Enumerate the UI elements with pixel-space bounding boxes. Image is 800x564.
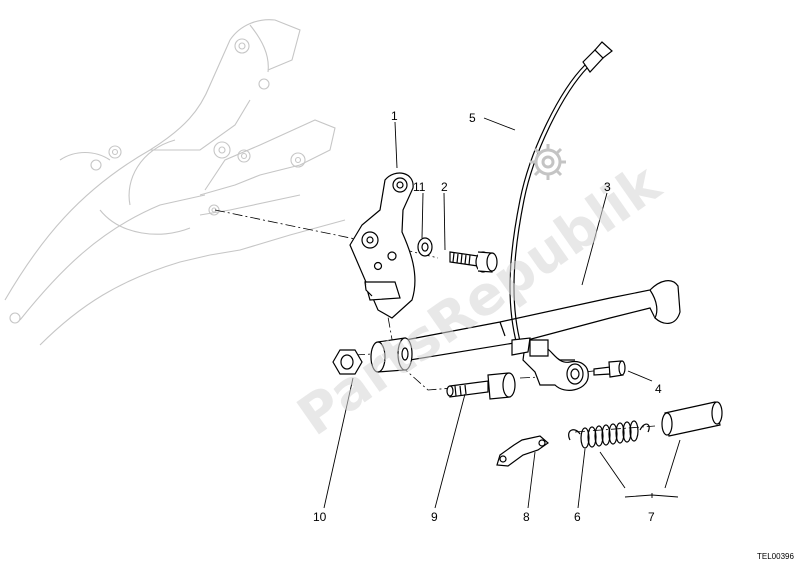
washer-part [417,237,433,257]
leader-lines [323,117,681,509]
sleeve-part [661,401,723,437]
callout-2: 2 [441,180,448,194]
callout-10: 10 [313,510,327,524]
callout-4: 4 [655,382,662,396]
callout-9: 9 [431,510,438,524]
callout-8: 8 [523,510,530,524]
bushing-part [370,337,413,373]
engine-outline [4,19,346,346]
spring-part [568,420,650,449]
callout-5: 5 [469,111,476,125]
callout-1: 1 [391,109,398,123]
sensor-wire-part [509,41,613,357]
gear-icon [530,144,566,180]
watermark: PartsRepublik [286,144,672,448]
callout-7: 7 [648,510,655,524]
bolt-part [593,360,626,378]
nut-part [332,349,363,375]
drawing-code: TEL00396 [757,552,794,561]
callout-3: 3 [604,180,611,194]
pivot-bolt-part [446,372,516,400]
callout-11: 11 [413,180,426,194]
callout-labels: 1 2 3 4 5 6 7 8 9 10 11 [313,109,662,524]
screw-part [449,251,498,273]
callout-6: 6 [574,510,581,524]
hook-plate-part [496,435,549,467]
bracket-part [349,172,416,319]
